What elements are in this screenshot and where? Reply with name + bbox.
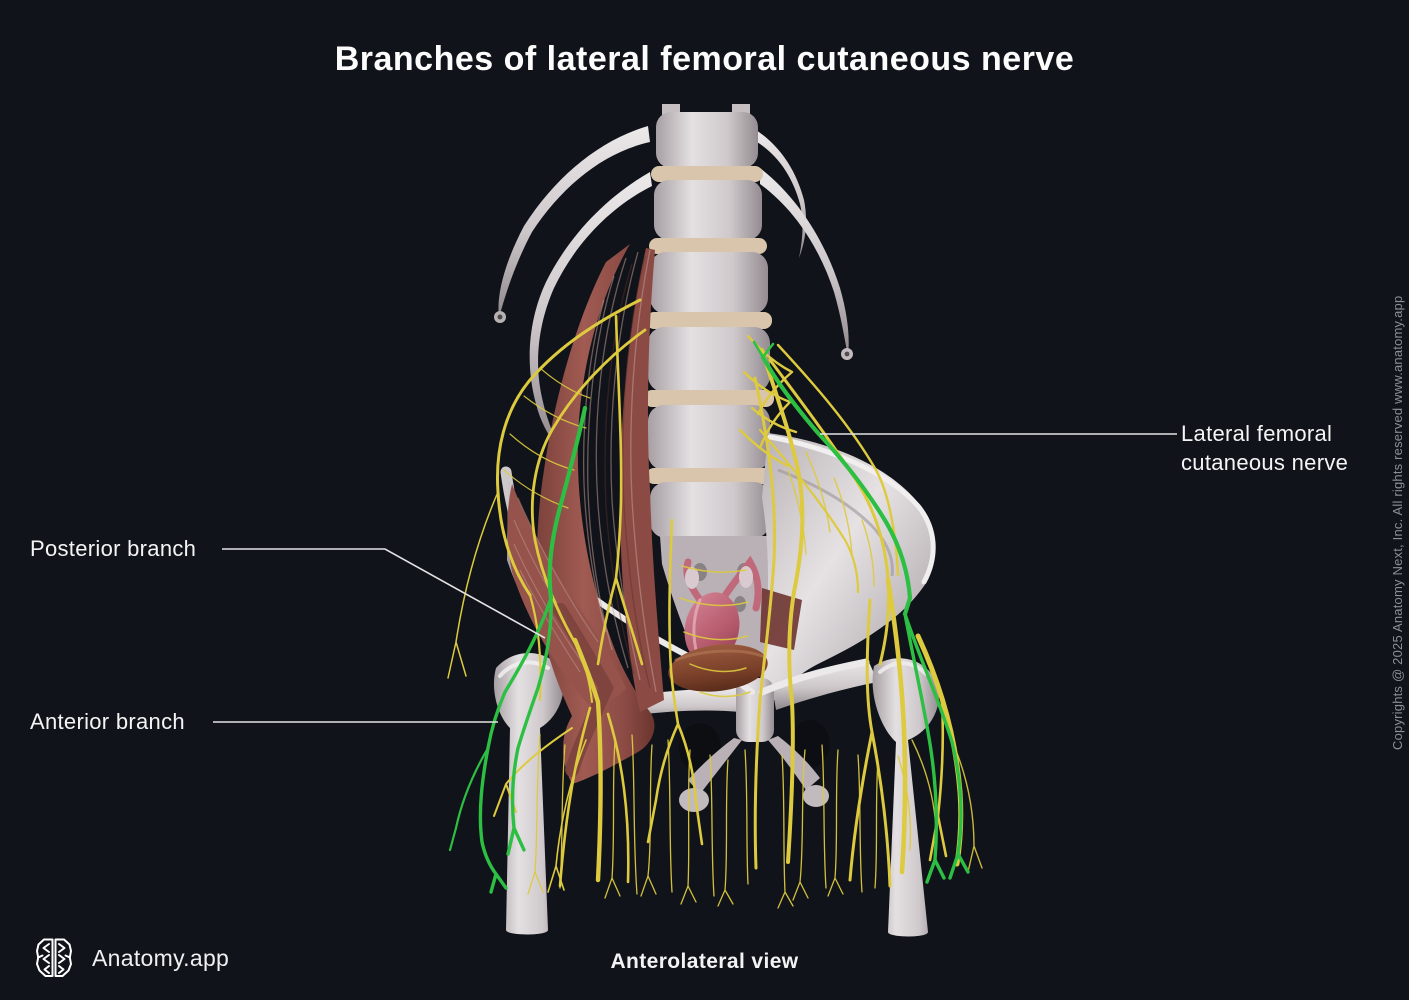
brand-name: Anatomy.app — [92, 944, 230, 971]
copyright-notice: Copyrights @ 2025 Anatomy Next, Inc. All… — [1390, 295, 1405, 751]
nerve-plexus-yellow — [447, 298, 983, 909]
label-anterior-branch: Anterior branch — [30, 709, 185, 734]
leader-lines — [213, 433, 1177, 723]
brand-logo: Anatomy.app — [30, 934, 229, 982]
ovary-left — [685, 567, 699, 589]
fallopian-tube-right — [718, 555, 762, 612]
label-posterior-branch: Posterior branch — [30, 536, 197, 561]
lumbar-spine — [644, 104, 774, 538]
label-line-1: Lateral femoral — [1181, 421, 1333, 446]
rectum — [668, 644, 768, 692]
label-lateral-femoral-cutaneous-nerve: Lateral femoral cutaneous nerve — [1181, 419, 1348, 477]
page-title: Branches of lateral femoral cutaneous ne… — [334, 40, 1075, 78]
view-caption: Anterolateral view — [610, 950, 799, 973]
ovary-right — [739, 566, 753, 588]
label-line-2: cutaneous nerve — [1181, 450, 1349, 475]
leader-posterior-branch — [222, 548, 546, 639]
lateral-femoral-cutaneous-nerve-green — [448, 340, 970, 894]
brain-icon — [36, 938, 72, 977]
